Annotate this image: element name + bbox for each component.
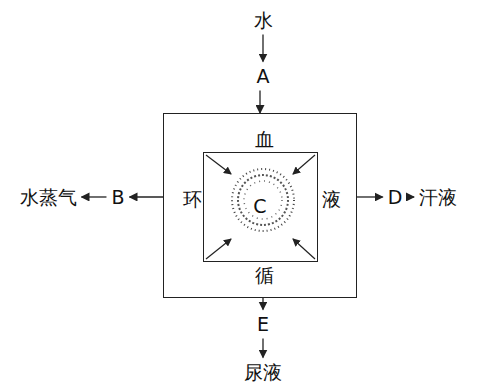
process-letter: B [109,186,126,209]
flow-arrow [130,196,163,197]
process-letter: D [386,186,405,209]
node-text: 汗液 [419,187,457,208]
box-text: 液 [322,189,341,210]
flow-arrow [407,196,414,197]
box-text: 血 [255,129,274,150]
exchange-arrow [206,155,231,174]
exchange-arrow [293,239,315,259]
flow-arrow [82,196,107,197]
output-label: 尿液 [242,361,284,384]
cell-ring [238,175,288,225]
box-text: C [253,196,266,217]
node-text: E [257,314,269,335]
output-label: 汗液 [417,186,459,209]
flow-arrow [262,34,263,61]
node-text: B [111,187,124,208]
output-label: 水蒸气 [18,186,79,209]
node-text: 水 [254,10,273,31]
node-text: A [257,66,270,87]
exchange-arrow [206,239,231,259]
tissue-box: C [203,152,318,262]
flow-arrow [262,298,263,310]
flow-arrow [357,196,383,197]
flow-arrow [262,338,263,357]
box-text: 环 [183,189,202,210]
process-letter: A [255,65,272,88]
circulation-box: 血液循 环 C [163,113,357,298]
process-letter: E [255,313,271,336]
node-text: 尿液 [244,362,282,383]
input-label: 水 [252,9,275,32]
node-text: D [388,187,403,208]
cell-ring [232,169,294,231]
cell-ring [244,181,282,219]
exchange-arrow [293,155,315,174]
flow-arrow [259,90,260,113]
node-text: 水蒸气 [20,187,77,208]
box-text: 循 [255,265,274,286]
